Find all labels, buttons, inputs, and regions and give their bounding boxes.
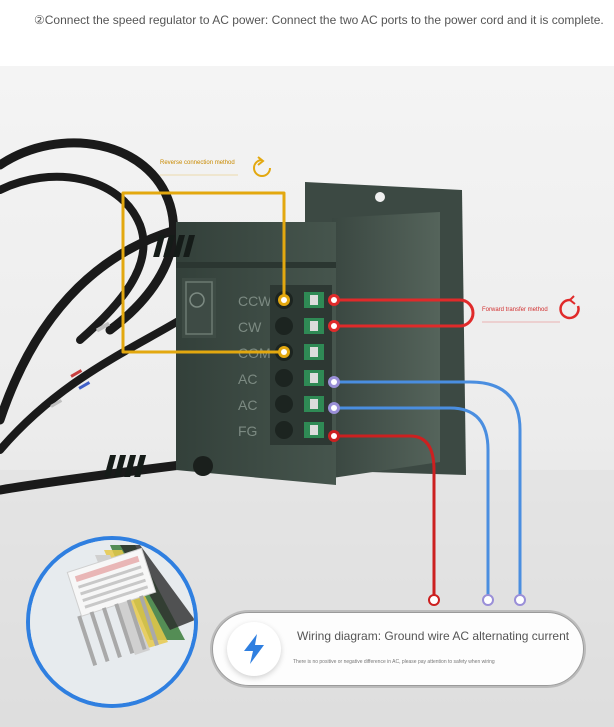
terminal-label-ccw: CCW	[238, 293, 272, 309]
regulator-side	[332, 212, 440, 478]
terminal-label-cw: CW	[238, 319, 262, 335]
forward-transfer-label: Forward transfer method	[482, 307, 548, 313]
header-bar: ②Connect the speed regulator to AC power…	[0, 0, 614, 44]
ac-wires	[328, 376, 526, 606]
wiring-photo: CCW CW COM AC AC FG	[0, 66, 614, 727]
info-card-subtitle: There is no positive or negative differe…	[293, 659, 495, 665]
terminal-label-ac-2: AC	[238, 397, 257, 413]
terminal-label-ac-1: AC	[238, 371, 257, 387]
black-cables	[0, 138, 210, 495]
wiring-info-card: Wiring diagram: Ground wire AC alternati…	[212, 612, 584, 686]
instruction-text: ②Connect the speed regulator to AC power…	[34, 13, 604, 27]
reverse-wiring-diagram	[121, 156, 290, 358]
cable-wire-tips	[50, 321, 111, 408]
terminal-block	[270, 285, 332, 445]
forward-wiring-diagram	[328, 294, 580, 332]
terminal-label-fg: FG	[238, 423, 257, 439]
connector-closeup	[26, 536, 198, 708]
info-card-title: Wiring diagram: Ground wire AC alternati…	[297, 629, 570, 643]
ground-wire	[328, 430, 440, 606]
lightning-bolt-icon	[227, 622, 281, 676]
reverse-connection-label: Reverse connection method	[160, 160, 235, 166]
